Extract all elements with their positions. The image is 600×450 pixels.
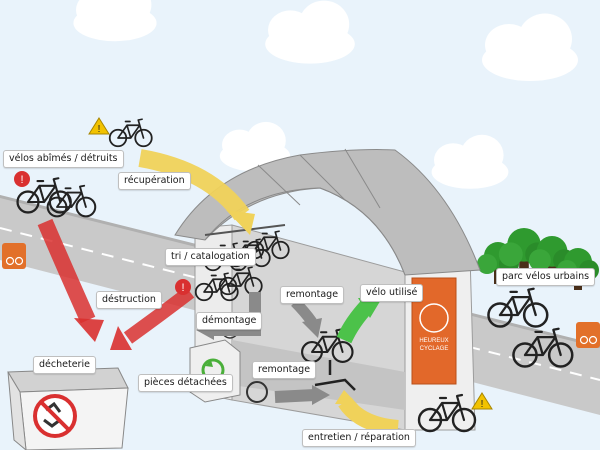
label-demontage: démontage bbox=[196, 312, 263, 330]
svg-text:!: ! bbox=[20, 174, 23, 186]
svg-text:!: ! bbox=[181, 282, 184, 294]
warning-triangle-icon: ! bbox=[88, 117, 110, 135]
bicycle-sign-icon bbox=[2, 243, 26, 269]
label-remontage-top: remontage bbox=[280, 286, 345, 304]
warning-triangle-icon: ! bbox=[471, 392, 493, 410]
label-parc-velos-urbains: parc vélos urbains bbox=[496, 268, 596, 286]
label-velo-utilise: vélo utilisé bbox=[360, 284, 424, 302]
flow-arrows bbox=[37, 149, 399, 436]
label-pieces-detachees: pièces détachées bbox=[138, 374, 233, 392]
label-decheterie: décheterie bbox=[33, 356, 96, 374]
label-tri-catalogation: tri / catalogation bbox=[165, 248, 256, 266]
svg-text:!: ! bbox=[98, 124, 101, 135]
label-velos-abimes: vélos abîmés / détruits bbox=[3, 150, 124, 168]
label-entretien-reparation: entretien / réparation bbox=[302, 429, 416, 447]
poster-text-1: HEUREUX bbox=[419, 338, 448, 344]
label-destruction: déstruction bbox=[96, 291, 162, 309]
svg-text:!: ! bbox=[481, 399, 484, 410]
wheel-icon bbox=[246, 381, 268, 403]
label-recuperation: récupération bbox=[118, 172, 191, 190]
label-remontage-bottom: remontage bbox=[252, 361, 317, 379]
danger-circle-icon: ! bbox=[175, 279, 191, 295]
poster-text-2: CYCLAGE bbox=[420, 346, 449, 352]
bike-rack bbox=[194, 224, 290, 302]
no-recycle-icon bbox=[33, 394, 77, 438]
danger-circle-icon: ! bbox=[14, 171, 30, 187]
dump-container bbox=[7, 367, 129, 450]
repair-stand bbox=[301, 328, 356, 391]
bicycle-sign-icon bbox=[576, 322, 600, 348]
